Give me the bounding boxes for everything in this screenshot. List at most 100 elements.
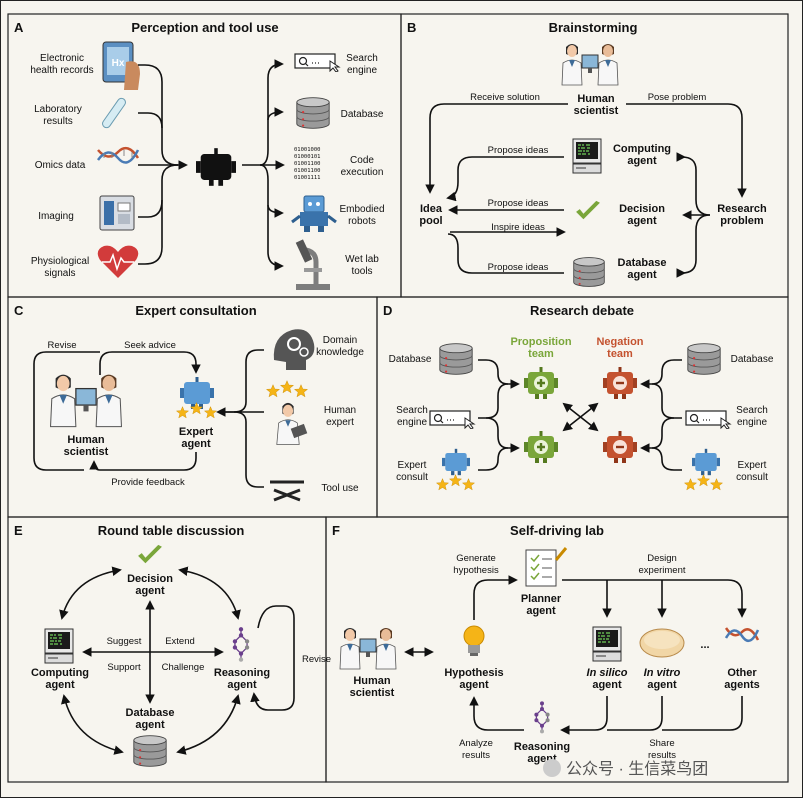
negation-label-1: Negation [596,336,643,348]
label-analyze-2: results [462,750,490,761]
edge-tool-use [233,411,264,488]
panel-b: B Brainstorming Human scientist Receive … [407,20,767,287]
edge-provide-feedback [89,452,197,471]
edge-other-reasoning [662,696,743,731]
right-expert-edge [651,447,682,471]
edge-receive-solution [425,103,568,194]
edge-seek-advice [99,351,201,375]
panel-d-title: Research debate [530,303,634,318]
input-label-ehr-2: health records [30,65,93,76]
right-expert-label-2: consult [736,472,768,483]
edge-label-inspire: Inspire ideas [491,222,545,233]
computing-agent-icon [44,628,74,664]
database-icon [296,97,330,129]
edge-rp-database [676,214,711,278]
panel-c-title: Expert consultation [135,303,256,318]
f-human-label-2: scientist [350,687,395,699]
computing-agent-icon [592,626,622,662]
edge-pose-problem [626,103,747,198]
other-agents-label-1: Other [727,667,757,679]
panel-e: E Round table discussion Decision agent … [14,523,331,767]
planner-label-1: Planner [521,593,562,605]
edge-propose-1 [446,156,564,202]
label-extend: Extend [165,636,195,647]
panel-a-letter: A [14,20,24,35]
in-silico-label-1: In silico [587,667,628,679]
human-scientist-label-1: Human [577,93,615,105]
panel-c: C Expert consultation Human scientist Ex… [14,303,364,502]
e-decision-label-1: Decision [127,573,173,585]
edge-reasoning-database [176,694,241,755]
research-problem-label-2: problem [720,215,764,227]
e-reasoning-label-2: agent [227,679,257,691]
code-line-1: 01001000 [294,147,321,153]
input-label-imaging: Imaging [38,211,74,222]
tool-label-wetlab-1: Wet lab [345,254,379,265]
edge-in-silico-reasoning [560,696,608,735]
planner-label-2: agent [526,605,556,617]
label-design-1: Design [647,553,677,564]
c-expert-label-2: agent [181,438,211,450]
panel-a-title: Perception and tool use [131,20,278,35]
scanner-icon [99,195,135,231]
panel-b-letter: B [407,20,416,35]
decision-agent-label-1: Decision [619,203,665,215]
panel-grid [7,13,789,783]
edge-rp-computing [676,152,711,216]
proposition-label-1: Proposition [510,336,571,348]
svg-text:Hx: Hx [112,58,125,69]
panel-e-title: Round table discussion [98,523,245,538]
input-label-ehr-1: Electronic [40,53,84,64]
label-seek-advice: Seek advice [124,340,176,351]
in-vitro-label-1: In vitro [644,667,681,679]
label-share-1: Share [649,738,674,749]
panel-d-letter: D [383,303,392,318]
watermark: 公众号 · 生信菜鸟团 [543,759,708,778]
tools-icon [270,480,304,502]
in-vitro-label-2: agent [647,679,677,691]
tool-label-search-1: Search [346,53,378,64]
in-silico-label-2: agent [592,679,622,691]
label-revise: Revise [302,654,331,665]
edge-analyze-results [469,696,524,731]
right-search-edge-b [640,417,675,453]
edge-design-experiment [562,579,747,618]
input-label-physio-1: Physiological [31,256,89,267]
computing-agent-label-1: Computing [613,143,671,155]
panel-e-letter: E [14,523,23,538]
f-reasoning-label-1: Reasoning [514,741,570,753]
computing-agent-label-2: agent [627,155,657,167]
e-computing-label-2: agent [45,679,75,691]
label-generate-1: Generate [456,553,496,564]
code-line-3: 01001100 [294,161,321,167]
edge-in-vitro-reasoning [607,696,663,731]
edge-computing-database [61,694,124,755]
planner-checklist-icon [525,547,568,587]
panel-f: F Self-driving lab Human scientist Hypot… [332,523,760,765]
tool-label-search-2: engine [347,65,377,76]
hypothesis-label-2: agent [459,679,489,691]
petri-dish-icon [639,628,685,658]
edge-decision-reasoning [178,566,241,620]
e-database-label-2: agent [135,719,165,731]
lightbulb-icon [463,625,485,656]
panel-f-title: Self-driving lab [510,523,604,538]
left-db-edge [478,359,520,389]
tool-label-robots-2: robots [348,216,376,227]
left-database-label: Database [389,354,432,365]
code-line-2: 01000101 [294,154,321,160]
panel-d: D Research debate Proposition team Negat… [383,303,774,491]
label-support: Support [107,662,141,673]
debate-edge-2 [562,402,599,432]
label-generate-2: hypothesis [453,565,499,576]
input-label-lab-2: results [43,116,72,127]
input-label-physio-2: signals [44,268,75,279]
c-expert-label-1: Expert [179,426,214,438]
edge-revise [33,351,100,471]
c-human-label-2: scientist [64,446,109,458]
other-agents-label-2: agents [724,679,759,691]
tablet-icon [290,423,308,439]
c-human-label-1: Human [67,434,105,446]
database-agent-label-1: Database [618,257,667,269]
left-search-edge-a [478,383,509,419]
